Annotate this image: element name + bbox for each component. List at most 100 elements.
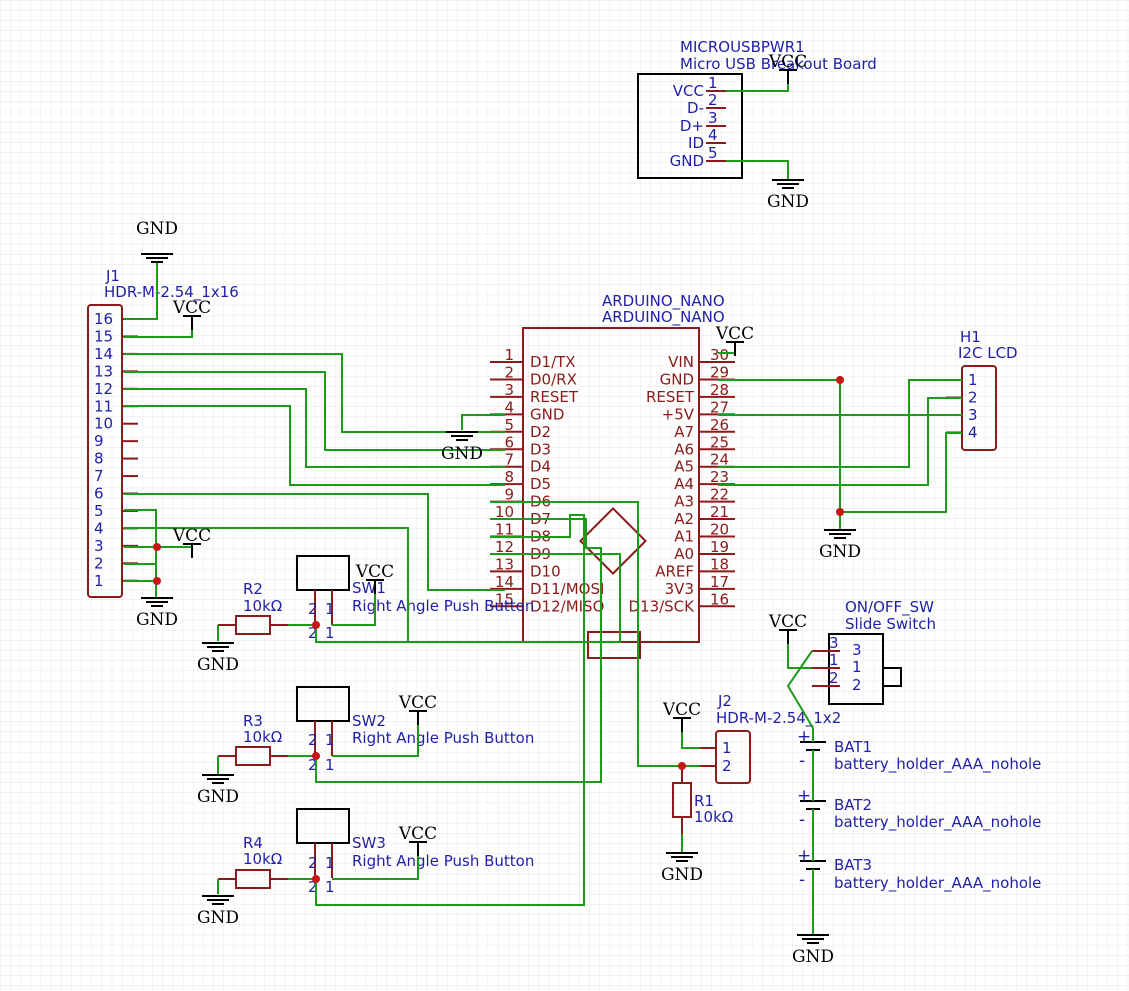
nano-left-pin-number: 8 xyxy=(504,468,514,486)
sw3-pin1: 1 xyxy=(325,854,335,872)
j2-body xyxy=(715,730,751,784)
sw1-pin1: 1 xyxy=(325,600,335,618)
r1-value: 10kΩ xyxy=(694,808,733,826)
r3-ref: R3 xyxy=(243,712,263,730)
slide-pin1-b: 1 xyxy=(852,658,862,676)
usb-pin-name: ID xyxy=(688,134,704,152)
sw3-value: Right Angle Push Button xyxy=(352,852,534,870)
bat2-value: battery_holder_AAA_nohole xyxy=(834,813,1041,832)
nano-left-pin-name: D0/RX xyxy=(530,370,577,388)
nano-right-pin-number: 21 xyxy=(710,503,729,521)
sw1-value: Right Angle Push Button xyxy=(352,597,534,615)
nano-left-pin-number: 14 xyxy=(495,573,514,591)
nano-left-pin-name: RESET xyxy=(530,388,579,406)
nano-right-pin-number: 22 xyxy=(710,486,729,504)
vcc-label: VCC xyxy=(355,562,394,582)
gnd-label: GND xyxy=(197,655,239,675)
bat1-battery[interactable]: + - BAT1 battery_holder_AAA_nohole xyxy=(797,727,1041,788)
usb-breakout[interactable]: MICROUSBPWR1 Micro USB Breakout Board 1V… xyxy=(637,38,877,179)
vcc-symbol: VCC xyxy=(398,693,437,725)
wires xyxy=(124,262,962,906)
usb-pin-number: 3 xyxy=(708,109,718,127)
h1-ref: H1 xyxy=(960,328,981,346)
bat3-battery[interactable]: + - BAT3 battery_holder_AAA_nohole xyxy=(797,846,1041,935)
vcc-label: VCC xyxy=(398,824,437,844)
j1-pin-number: 15 xyxy=(94,327,113,345)
nano-right-pin-number: 26 xyxy=(710,416,729,434)
r1-resistor[interactable]: R1 10kΩ xyxy=(672,766,733,834)
bat1-ref: BAT1 xyxy=(834,738,872,756)
nano-value: ARDUINO_NANO xyxy=(602,308,725,327)
j1-ref: J1 xyxy=(105,267,120,285)
gnd-symbol: GND xyxy=(661,852,703,885)
h1-pin-number: 4 xyxy=(968,424,978,442)
j2-pin2: 2 xyxy=(722,757,732,775)
gnd-label: GND xyxy=(136,219,178,239)
r4-resistor[interactable]: R4 10kΩ xyxy=(218,834,288,889)
r3-resistor[interactable]: R3 10kΩ xyxy=(218,712,288,766)
vcc-symbol: VCC xyxy=(768,52,807,84)
nano-left-pin-number: 9 xyxy=(504,486,514,504)
j1-pin-number: 12 xyxy=(94,380,113,398)
j1-value: HDR-M-2.54_1x16 xyxy=(104,283,239,302)
j1-pin-number: 16 xyxy=(94,310,113,328)
gnd-symbol: GND xyxy=(197,642,239,675)
gnd-symbol: GND xyxy=(441,431,483,464)
j2-pin1: 1 xyxy=(722,739,732,757)
gnd-label: GND xyxy=(136,610,178,630)
nano-right-pin-number: 27 xyxy=(710,398,729,416)
usb-body xyxy=(637,73,743,179)
j1-pin-number: 6 xyxy=(94,485,104,503)
j1-header[interactable]: J1 HDR-M-2.54_1x16 161514131211109876543… xyxy=(87,267,239,598)
sw3-button[interactable]: SW3 Right Angle Push Button 2 2 1 1 xyxy=(296,808,534,896)
slide-switch[interactable]: ON/OFF_SW Slide Switch 3 1 2 3 1 2 xyxy=(812,598,936,705)
sw1-ref: SW1 xyxy=(352,579,386,597)
bat1-plus: + xyxy=(797,727,811,747)
r2-ref: R2 xyxy=(243,580,263,598)
nano-left-pin-number: 13 xyxy=(495,555,514,573)
bat2-battery[interactable]: + - BAT2 battery_holder_AAA_nohole xyxy=(797,786,1041,848)
slide-pin2-b: 2 xyxy=(852,676,862,694)
bat3-value: battery_holder_AAA_nohole xyxy=(834,874,1041,893)
j1-pin-number: 3 xyxy=(94,537,104,555)
r2-resistor[interactable]: R2 10kΩ xyxy=(218,580,288,635)
power-symbols: GNDGNDGNDGNDGNDGNDGNDGNDGNDGNDVCCVCCVCCV… xyxy=(136,52,861,967)
nano-right-pin-number: 30 xyxy=(710,346,729,364)
nano-left-pin-name: D12/MISO xyxy=(530,597,604,615)
gnd-symbol: GND xyxy=(136,219,178,263)
vcc-symbol: VCC xyxy=(768,612,807,644)
sw3-pin2b: 2 xyxy=(308,878,318,896)
nano-left-pin-number: 15 xyxy=(495,590,514,608)
sw2-pin1: 1 xyxy=(325,731,335,749)
bat2-plus: + xyxy=(797,786,811,806)
h1-pin-number: 2 xyxy=(968,389,978,407)
bat2-ref: BAT2 xyxy=(834,796,872,814)
nano-right-pin-name: AREF xyxy=(655,562,694,580)
usb-pin-number: 4 xyxy=(708,126,718,144)
sw1-button[interactable]: SW1 Right Angle Push Button 2 2 1 1 xyxy=(296,555,534,642)
sw1-pin1b: 1 xyxy=(325,624,335,642)
nano-right-pin-name: A0 xyxy=(674,545,694,563)
sw2-pin2: 2 xyxy=(308,731,318,749)
sw2-value: Right Angle Push Button xyxy=(352,729,534,747)
usb-pin-name: D+ xyxy=(680,117,704,135)
h1-value: I2C LCD xyxy=(958,344,1018,362)
nano-right-pin-name: A2 xyxy=(674,510,694,528)
r1-ref: R1 xyxy=(694,792,714,810)
sw3-pin1b: 1 xyxy=(325,878,335,896)
sw3-pin2: 2 xyxy=(308,854,318,872)
nano-right-pin-name: A7 xyxy=(674,423,694,441)
nano-left-pin-number: 1 xyxy=(504,346,514,364)
sw2-button[interactable]: SW2 Right Angle Push Button 2 2 1 1 xyxy=(296,686,534,774)
slide-pin1-a: 1 xyxy=(829,651,839,669)
usb-pin-number: 2 xyxy=(708,91,718,109)
j2-ref: J2 xyxy=(717,692,732,710)
nano-left-pin-name: D5 xyxy=(530,475,551,493)
r2-value: 10kΩ xyxy=(243,597,282,615)
usb-value: Micro USB Breakout Board xyxy=(680,55,877,73)
nano-right-pin-name: A3 xyxy=(674,493,694,511)
j1-pin-number: 9 xyxy=(94,432,104,450)
sw3-ref: SW3 xyxy=(352,834,386,852)
nano-ref: ARDUINO_NANO xyxy=(602,292,725,311)
